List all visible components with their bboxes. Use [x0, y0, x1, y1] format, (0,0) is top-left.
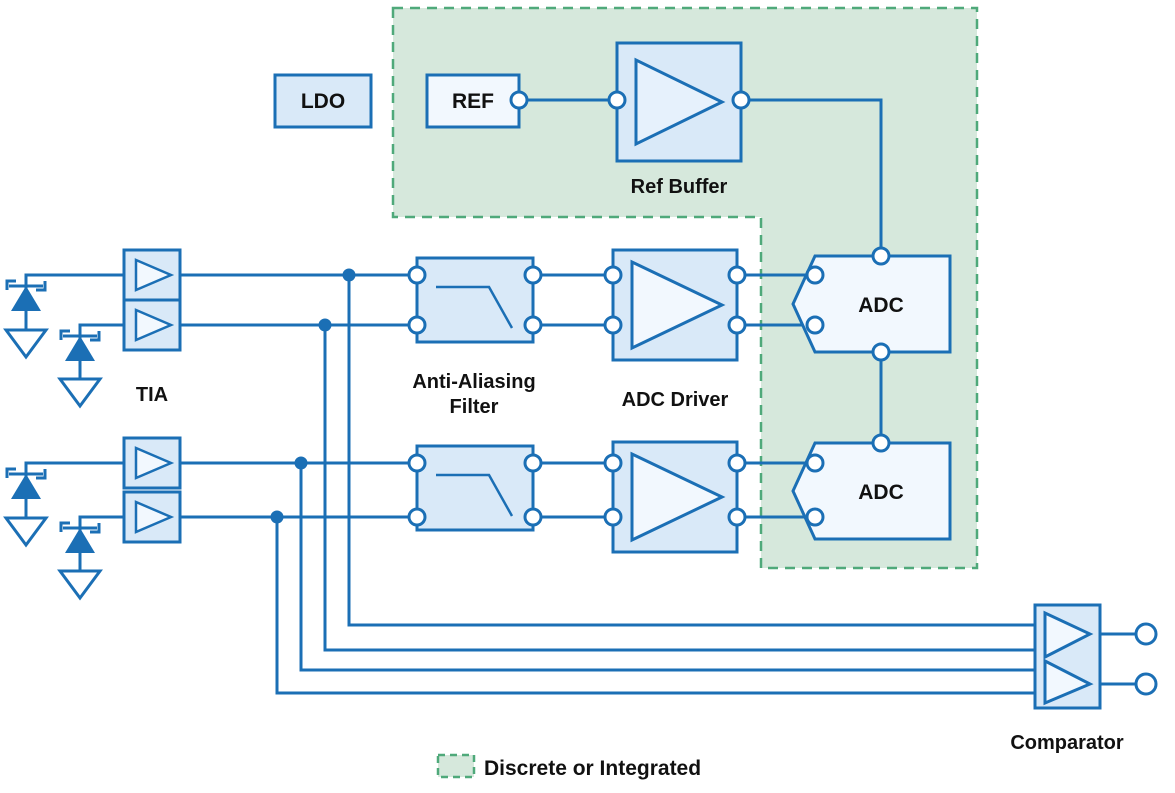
wire-tap-upper-bot-to-comparator — [323, 325, 1035, 652]
aaf-lower-in-port-1 — [407, 453, 427, 473]
adc-bottom-label: ADC — [858, 481, 904, 504]
ref-buffer-block[interactable]: Ref Buffer — [607, 41, 751, 198]
adc-driver-lower[interactable] — [603, 440, 747, 554]
adc-top-in-2 — [805, 315, 825, 335]
tia-block-upper[interactable]: TIA — [122, 248, 182, 406]
anti-aliasing-filter-lower[interactable] — [407, 444, 543, 532]
adc-bottom-in-2 — [805, 507, 825, 527]
photodiode-1-triangle — [11, 286, 41, 311]
adc-driver-upper-out-1 — [727, 265, 747, 285]
aaf-upper-in-port-1 — [407, 265, 427, 285]
wire-pd4-to-tia2-n — [78, 515, 124, 535]
legend-swatch — [436, 753, 476, 779]
aaf-lower-in-port-2 — [407, 507, 427, 527]
amplifier-triangle-icon — [134, 500, 175, 534]
ldo-box[interactable] — [273, 73, 373, 129]
ref-buffer-input-port — [607, 90, 627, 110]
tia-block-lower[interactable] — [122, 436, 182, 544]
comparator-triangle-icon-1 — [1043, 610, 1094, 660]
amplifier-triangle-icon — [134, 446, 175, 480]
junction-dot-upper-bottom — [318, 318, 332, 332]
adc-driver-upper[interactable]: ADC Driver — [603, 248, 747, 411]
adc-driver-lower-out-2 — [727, 507, 747, 527]
tia-label: TIA — [136, 384, 168, 406]
adc-top-label: ADC — [858, 294, 904, 317]
adc-block-top[interactable]: ADC — [791, 246, 952, 362]
ref-box[interactable] — [425, 73, 521, 129]
ref-buffer-label: Ref Buffer — [631, 176, 728, 198]
adc-top-bottom-port — [871, 342, 891, 362]
ground-2 — [57, 377, 103, 409]
adc-driver-upper-in-1 — [603, 265, 623, 285]
junction-dot-upper-top — [342, 268, 356, 282]
photodiode-4 — [57, 517, 103, 601]
aaf-upper-out-port-2 — [523, 315, 543, 335]
amplifier-triangle-icon — [134, 258, 175, 292]
ref-output-port — [509, 90, 529, 110]
adc-driver-lower-out-1 — [727, 453, 747, 473]
ref-label: REF — [452, 90, 494, 113]
adc-driver-lower-in-2 — [603, 507, 623, 527]
aaf-lower-out-port-1 — [523, 453, 543, 473]
junction-dots — [270, 268, 356, 524]
photodiode-1 — [3, 275, 49, 360]
ldo-block[interactable]: LDO — [273, 73, 373, 129]
comparator-block[interactable]: Comparator — [1010, 603, 1158, 754]
amplifier-triangle-icon — [630, 451, 726, 543]
aaf-upper-out-port-1 — [523, 265, 543, 285]
adc-block-bottom[interactable]: ADC — [791, 433, 952, 541]
ground-1 — [3, 328, 49, 360]
legend: Discrete or Integrated — [436, 753, 701, 780]
wire-tap-lower-bot-to-comparator — [275, 517, 1035, 695]
adc-bottom-in-1 — [805, 453, 825, 473]
amplifier-triangle-icon — [134, 308, 175, 342]
region-outline — [391, 6, 979, 570]
ref-block[interactable]: REF — [425, 73, 529, 129]
adc-bottom-ref-port — [871, 433, 891, 453]
ground-4 — [57, 569, 103, 601]
aaf-label-line1: Anti-Aliasing — [412, 371, 535, 393]
ref-buffer-output-port — [731, 90, 751, 110]
comparator-output-port-1 — [1134, 622, 1158, 646]
photodiode-4-triangle — [65, 528, 95, 553]
amplifier-triangle-icon — [630, 259, 726, 351]
aaf-label-line2: Filter — [450, 396, 499, 418]
photodiode-2 — [57, 325, 103, 409]
aaf-upper-in-port-2 — [407, 315, 427, 335]
adc-driver-upper-in-2 — [603, 315, 623, 335]
aaf-lower-out-port-2 — [523, 507, 543, 527]
adc-driver-upper-out-2 — [727, 315, 747, 335]
wire-refbuffer-to-adc-top — [741, 98, 883, 256]
junction-dot-lower-bottom — [270, 510, 284, 524]
adc-bottom-shape[interactable] — [791, 441, 952, 541]
photodiode-3 — [3, 463, 49, 548]
lowpass-curve-icon — [436, 285, 514, 329]
adc-top-in-1 — [805, 265, 825, 285]
legend-label: Discrete or Integrated — [484, 757, 701, 780]
junction-dot-lower-top — [294, 456, 308, 470]
ldo-label: LDO — [301, 90, 345, 113]
anti-aliasing-filter-upper[interactable]: Anti-Aliasing Filter — [407, 256, 543, 418]
adc-driver-label: ADC Driver — [622, 389, 729, 411]
photodiode-2-triangle — [65, 336, 95, 361]
aaf-lower-box[interactable] — [415, 444, 535, 532]
photodiode-3-triangle — [11, 474, 41, 499]
discrete-or-integrated-region — [391, 6, 979, 570]
wire-tap-upper-top-to-comparator — [347, 275, 1035, 627]
adc-driver-lower-in-1 — [603, 453, 623, 473]
lowpass-curve-icon — [436, 473, 514, 517]
wire-tap-lower-top-to-comparator — [299, 463, 1035, 672]
comparator-label: Comparator — [1010, 732, 1124, 754]
ground-3 — [3, 516, 49, 548]
aaf-upper-box[interactable] — [415, 256, 535, 344]
comparator-triangle-icon-2 — [1043, 658, 1094, 706]
adc-top-ref-port — [871, 246, 891, 266]
comparator-output-port-2 — [1134, 672, 1158, 696]
amplifier-triangle-icon — [634, 57, 726, 147]
